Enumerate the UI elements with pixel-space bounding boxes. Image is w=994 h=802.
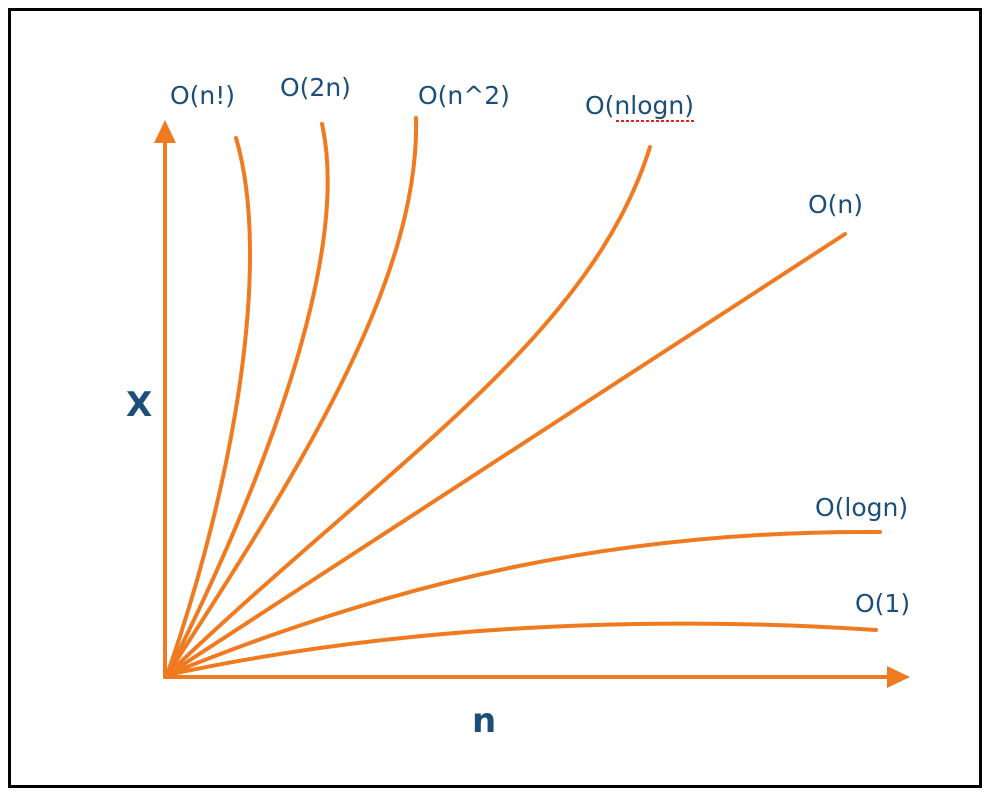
label-nlogn: O(nlogn)	[585, 91, 694, 120]
curve-linear	[165, 232, 847, 677]
curve-factorial	[165, 136, 252, 677]
label-quadratic: O(n^2)	[418, 81, 510, 110]
curve-log	[165, 529, 882, 677]
label-factorial: O(n!)	[170, 81, 235, 110]
label-constant: O(1)	[855, 589, 910, 618]
label-linear: O(n)	[808, 190, 863, 219]
curve-quadratic	[165, 116, 419, 677]
y-axis-label: X	[126, 385, 152, 425]
label-exponential: O(2n)	[280, 73, 351, 102]
x-axis-arrowhead	[887, 666, 910, 688]
x-axis-label: n	[472, 701, 496, 741]
curve-exponential	[165, 122, 330, 677]
label-log: O(logn)	[815, 493, 908, 522]
y-axis-arrowhead	[154, 120, 176, 143]
curve-constant	[165, 621, 878, 677]
curve-nlogn	[165, 145, 652, 677]
